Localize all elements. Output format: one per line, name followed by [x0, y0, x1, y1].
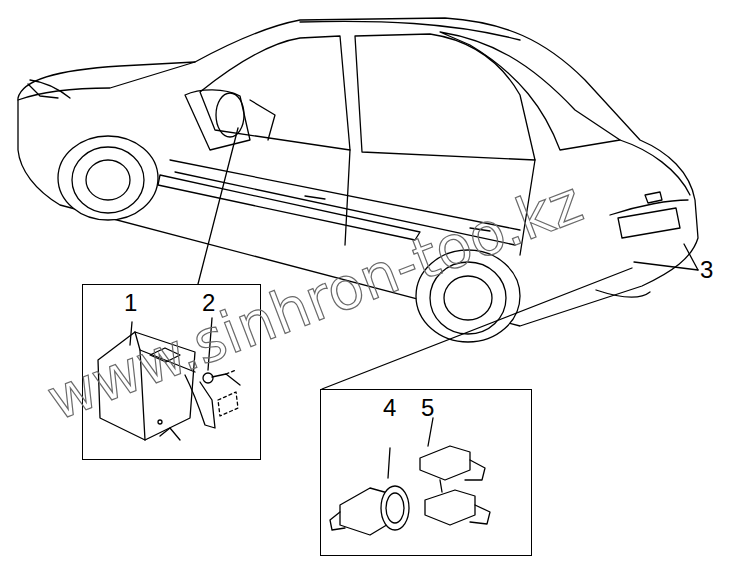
- callout-number: 5: [421, 396, 434, 420]
- callout-number: 4: [383, 396, 396, 420]
- inset-box: 45: [320, 389, 532, 556]
- callout-number: 3: [700, 258, 713, 282]
- callout-number: 1: [124, 291, 137, 315]
